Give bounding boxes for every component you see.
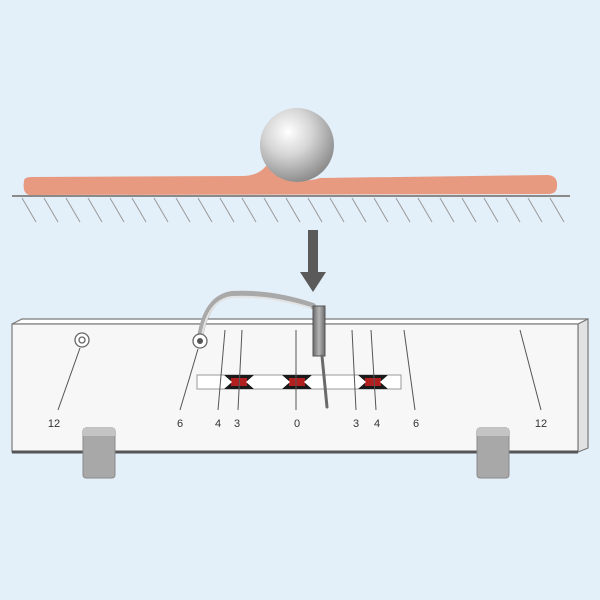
scale-label: 12 <box>48 418 60 430</box>
hatch-line <box>373 197 389 223</box>
hatch-line <box>131 197 147 223</box>
leader-lines <box>57 329 542 411</box>
hatch-line <box>505 197 521 223</box>
scale-label: 3 <box>353 418 359 430</box>
hatch-line <box>109 197 125 223</box>
hatch-line <box>417 197 433 223</box>
hatch-line <box>527 197 543 223</box>
hatch-line <box>219 197 235 223</box>
hatch-line <box>241 197 257 223</box>
panel-side-face <box>577 318 589 453</box>
scale-label: 0 <box>294 418 300 430</box>
down-arrow-icon <box>300 230 326 292</box>
sphere-icon <box>260 108 334 182</box>
hatch-line <box>263 197 279 223</box>
hatch-line <box>285 197 301 223</box>
scale-label: 12 <box>535 418 547 430</box>
hatch-line <box>21 197 37 223</box>
scale-label: 4 <box>374 418 380 430</box>
scale-label: 3 <box>234 418 240 430</box>
hatch-line <box>175 197 191 223</box>
hatch-line <box>87 197 103 223</box>
ground-hatching <box>21 197 565 223</box>
panel-top-face <box>11 318 589 325</box>
hatch-line <box>395 197 411 223</box>
hatch-line <box>197 197 213 223</box>
cable <box>197 290 316 341</box>
hatch-line <box>549 197 565 223</box>
hatch-line <box>153 197 169 223</box>
scale-label: 4 <box>215 418 221 430</box>
hatch-line <box>65 197 81 223</box>
screw-head-icon <box>74 332 90 348</box>
probe <box>312 305 329 409</box>
screw-head-icon <box>192 333 208 349</box>
scale-labels: 12 6 4 3 0 3 4 6 12 <box>48 418 547 430</box>
hatch-line <box>43 197 59 223</box>
scale-label: 6 <box>413 418 419 430</box>
cable-highlight <box>201 295 312 337</box>
hatch-line <box>483 197 499 223</box>
hatch-line <box>439 197 455 223</box>
hatch-line <box>329 197 345 223</box>
hatch-line <box>351 197 367 223</box>
gauge-panel: 12 6 4 3 0 3 4 6 12 <box>11 290 589 479</box>
panel-foot-left <box>82 427 116 479</box>
hatch-line <box>461 197 477 223</box>
surface-illustration <box>12 108 570 223</box>
indicator-window-right <box>358 375 388 389</box>
scale-label: 6 <box>177 418 183 430</box>
indicator-window-center <box>282 375 312 389</box>
hatch-line <box>307 197 323 223</box>
panel-foot-right <box>476 427 510 479</box>
